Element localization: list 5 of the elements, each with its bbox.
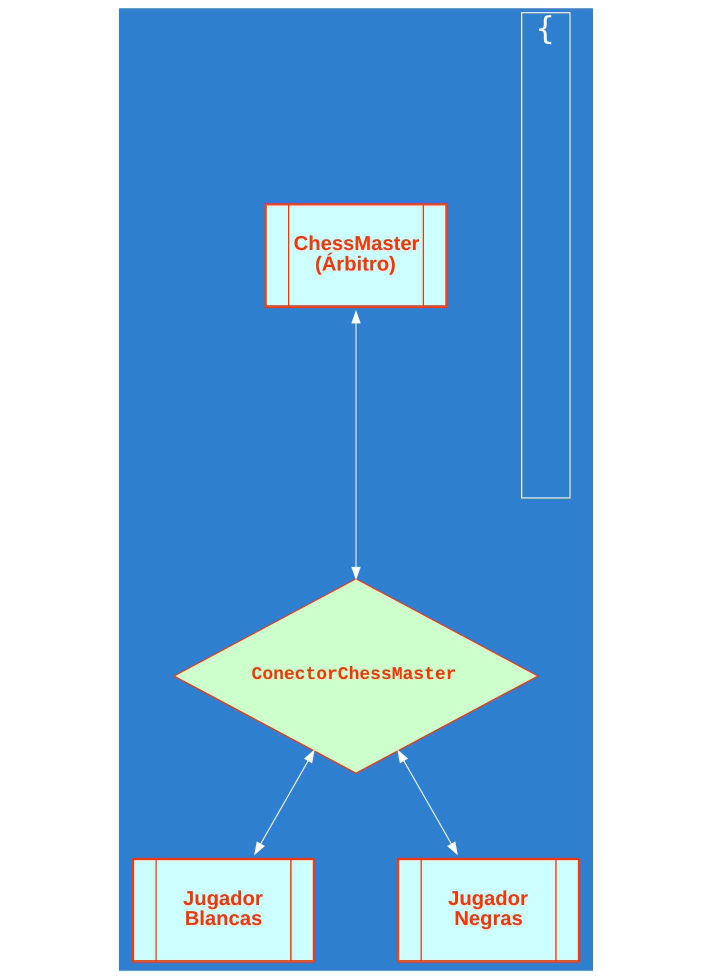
- arrow: [350, 310, 360, 580]
- arrow: [396, 749, 458, 856]
- node-box: {: [520, 12, 570, 498]
- arrow: [254, 749, 314, 856]
- node-diamond: ConectorChessMaster: [172, 578, 539, 774]
